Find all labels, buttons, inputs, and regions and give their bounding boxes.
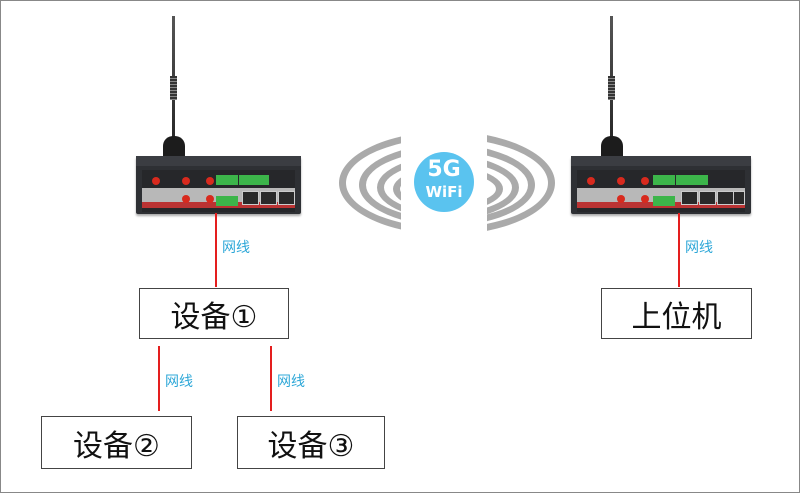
- host-computer-box: 上位机: [601, 288, 752, 339]
- device-3-box: 设备③: [237, 416, 385, 469]
- wifi-5g-badge: 5G WiFi: [414, 152, 474, 212]
- cable-device1-device2: [158, 346, 160, 411]
- wifi-badge-wifi: WiFi: [425, 183, 463, 201]
- device-1-box: 设备①: [139, 288, 289, 339]
- cable-device1-device3: [270, 346, 272, 411]
- cable-left-router-device1: [215, 213, 217, 287]
- wifi-badge-5g: 5G: [427, 157, 461, 182]
- cable-label: 网线: [685, 240, 713, 256]
- cable-label: 网线: [165, 374, 193, 390]
- cable-right-router-host: [678, 213, 680, 287]
- cable-label: 网线: [222, 240, 250, 256]
- cable-label: 网线: [277, 374, 305, 390]
- device-2-box: 设备②: [41, 416, 192, 469]
